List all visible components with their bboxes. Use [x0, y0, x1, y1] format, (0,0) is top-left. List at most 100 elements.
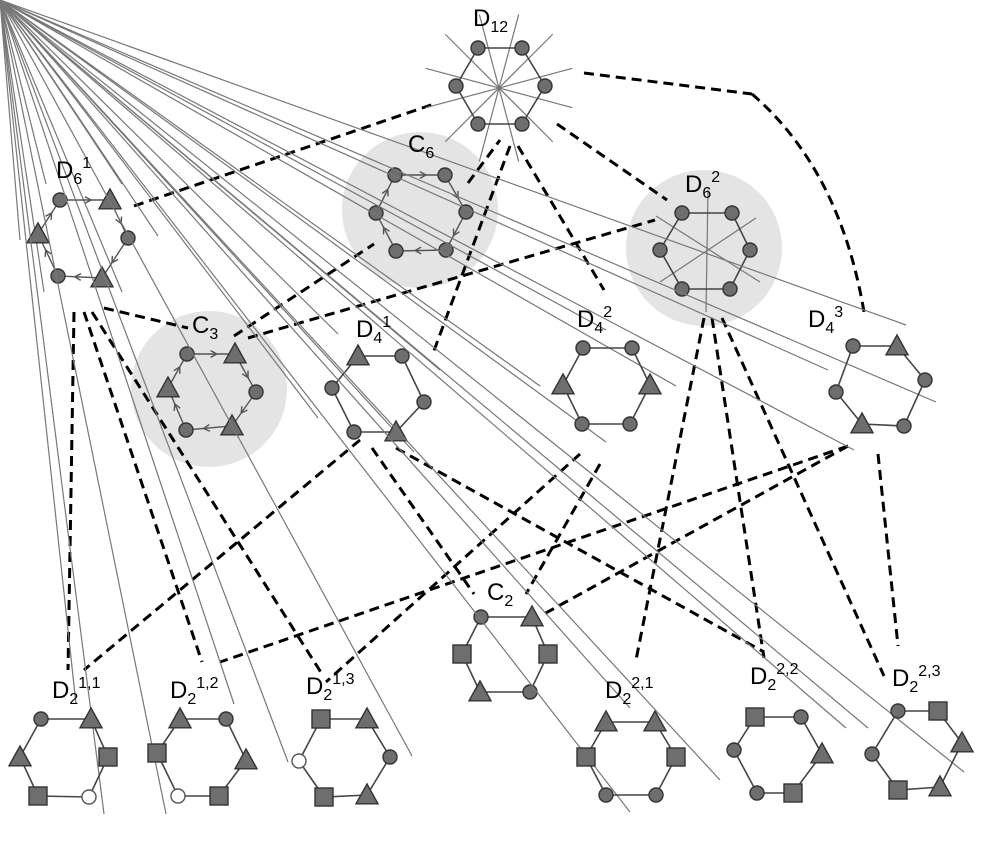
circle-marker	[522, 684, 538, 700]
arrow-head-icon	[452, 228, 460, 237]
triangle-marker	[155, 375, 181, 398]
square-marker	[311, 709, 331, 729]
circle-marker	[218, 711, 234, 727]
square-marker	[888, 780, 908, 800]
triangle-marker	[383, 419, 409, 442]
label-C3: C3	[192, 312, 218, 343]
square-marker	[538, 644, 558, 664]
dashed-connector	[876, 453, 900, 647]
hexagon-D2-22	[0, 0, 847, 803]
highlight-circles	[131, 132, 782, 467]
arrow-head-icon	[413, 246, 422, 255]
circle-marker	[648, 787, 664, 803]
hexagon-outline	[562, 347, 651, 425]
circle-marker	[394, 348, 410, 364]
hexagon-D2-13	[0, 0, 413, 807]
symmetry-axis	[0, 0, 907, 326]
circle-marker	[382, 749, 398, 765]
circle-marker	[514, 116, 530, 132]
hexagon-outline	[156, 718, 247, 797]
circle-marker	[324, 380, 340, 396]
circle-marker	[917, 372, 933, 388]
square-marker	[783, 783, 803, 803]
arrow-head-icon	[111, 255, 119, 265]
dashed-connector	[83, 438, 361, 672]
circle-marker	[537, 78, 553, 94]
square-marker	[98, 747, 118, 767]
triangle-marker	[927, 774, 953, 797]
highlight-circle	[131, 311, 287, 467]
label-D2-11: D21,1	[52, 675, 101, 708]
square-marker	[452, 644, 472, 664]
dashed-connector	[430, 145, 512, 357]
dashed-connector	[233, 242, 375, 338]
label-D4-2: D42	[577, 304, 612, 337]
triangle-marker	[354, 706, 380, 729]
hexagon-D2-23	[0, 0, 975, 800]
circle-marker	[622, 416, 638, 432]
circle-marker	[575, 340, 591, 356]
arrow-head-icon	[173, 402, 181, 411]
circle-marker	[178, 422, 194, 438]
hexagon-D4-2	[0, 0, 677, 443]
hexagon-outline	[871, 710, 963, 791]
triangle-marker	[89, 265, 115, 288]
dashed-connector	[543, 444, 849, 616]
symmetry-axis	[0, 0, 47, 185]
symmetry-axis	[0, 0, 413, 757]
circle-marker	[890, 703, 906, 719]
hexagon-outline	[585, 721, 677, 796]
circle-marker	[416, 394, 432, 410]
arrow-head-icon	[381, 188, 389, 197]
symmetry-axis	[0, 0, 541, 387]
circle-marker	[33, 711, 49, 727]
dashed-connector	[90, 311, 324, 675]
triangle-marker	[222, 341, 248, 364]
label-C2: C2	[487, 579, 513, 610]
symmetry-axis	[0, 0, 159, 237]
symmetry-axis	[0, 0, 607, 443]
dashed-connector	[247, 218, 656, 340]
arrow-head-icon	[44, 248, 52, 257]
symmetry-axis	[0, 0, 869, 729]
hexagon-D2-21	[0, 0, 686, 813]
dashed-connector	[524, 463, 602, 595]
arrow-head-icon	[240, 406, 248, 415]
circle-marker	[674, 281, 690, 297]
open-circle-marker	[291, 753, 307, 769]
symmetry-axis	[0, 0, 77, 705]
circle-marker	[749, 785, 765, 801]
label-D4-3: D43	[808, 304, 843, 337]
hexagon-outline	[298, 718, 391, 798]
arrow-head-icon	[45, 211, 53, 220]
dashed-connector	[66, 311, 76, 671]
dashed-connector	[395, 446, 765, 654]
circle-marker	[845, 338, 861, 354]
square-marker	[314, 787, 334, 807]
hexagon-outline	[461, 616, 549, 693]
label-D2-21: D22,1	[605, 675, 654, 708]
triangle-marker	[167, 706, 193, 729]
circle-marker	[388, 243, 404, 259]
arrow-head-icon	[173, 365, 181, 374]
triangle-marker	[519, 604, 545, 627]
hexagon-D4-3	[0, 0, 937, 451]
label-D2-12: D21,2	[170, 675, 219, 708]
dashed-connector	[133, 102, 435, 208]
open-circle-marker	[81, 789, 97, 805]
label-D2-13: D21,3	[306, 671, 355, 704]
symmetry-axis	[0, 0, 235, 705]
hexagon-outline	[331, 355, 425, 433]
circle-marker	[598, 787, 614, 803]
triangle-marker	[25, 221, 51, 244]
circle-marker	[514, 40, 530, 56]
hexagon-outline	[37, 199, 129, 279]
circle-marker	[624, 340, 640, 356]
square-marker	[666, 747, 686, 767]
hexagon-D6-2	[652, 189, 761, 313]
symmetry-axis	[0, 0, 847, 729]
label-C6: C6	[408, 131, 434, 162]
hexagon-C3	[155, 341, 264, 438]
arrow-head-icon	[241, 370, 249, 379]
